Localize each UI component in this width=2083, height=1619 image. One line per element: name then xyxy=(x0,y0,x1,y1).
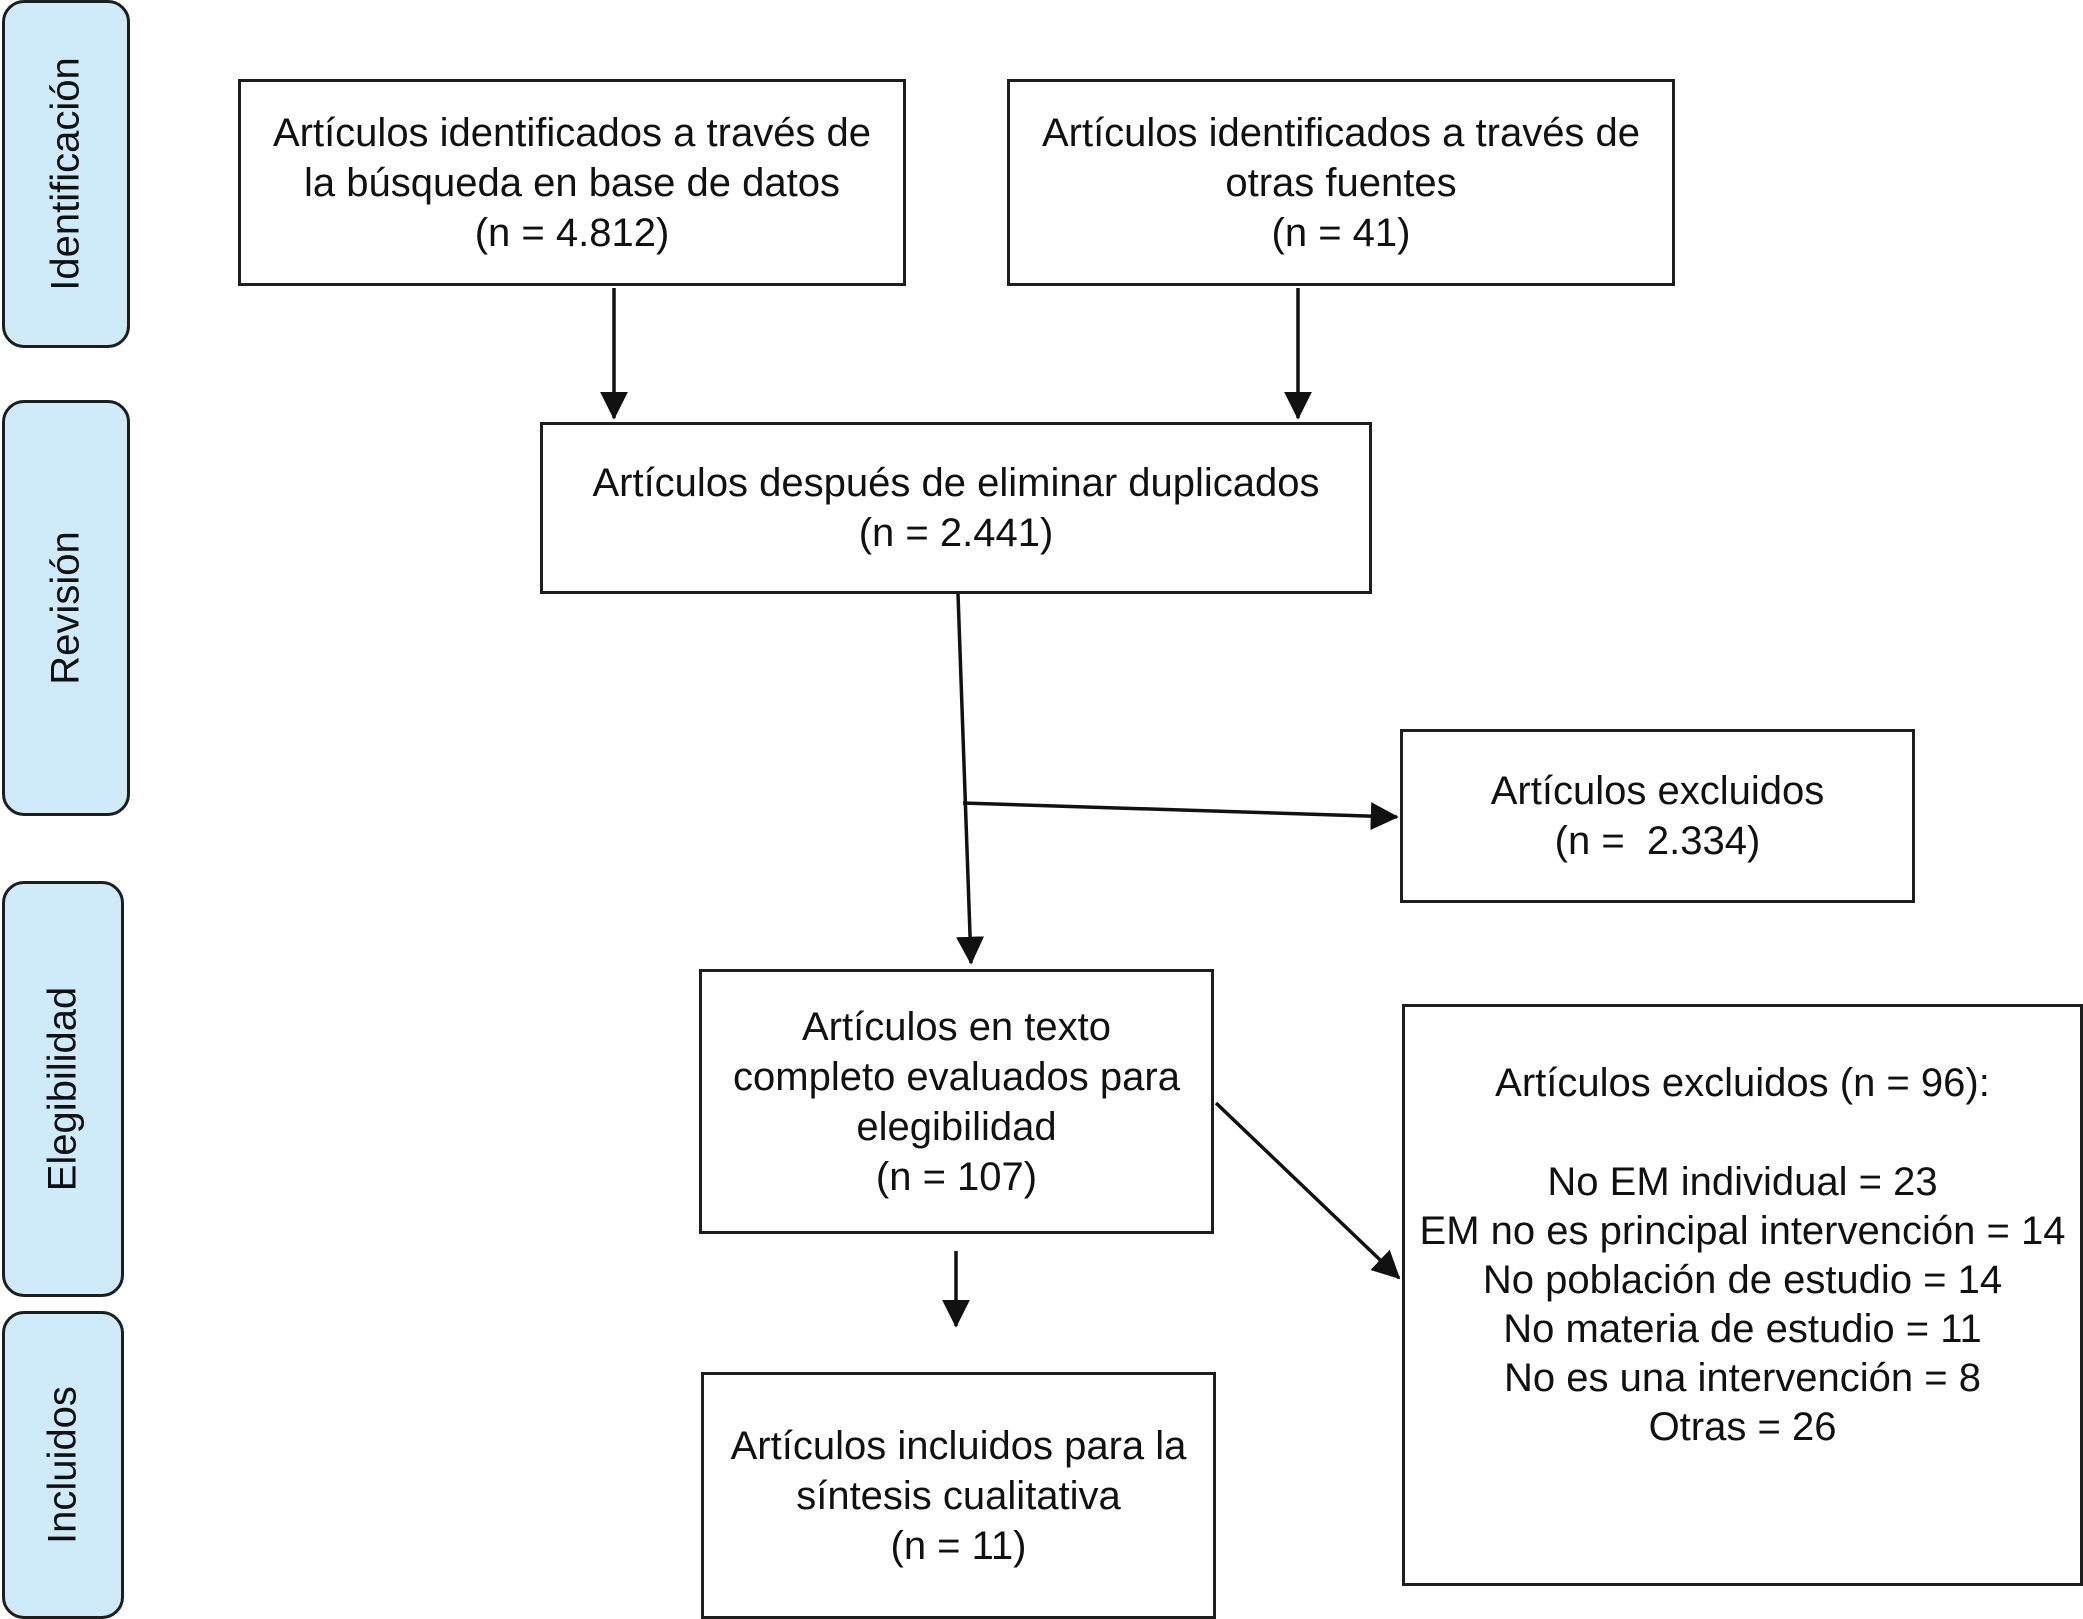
box-excluded-screening-count: (n = 2.334) xyxy=(1554,819,1761,863)
exclusion-reason: No EM individual = 23 xyxy=(1547,1160,1938,1204)
box-included-synthesis: Artículos incluidos para la síntesis cua… xyxy=(701,1372,1216,1619)
arrow-duplicates-to-fulltext xyxy=(956,593,985,965)
box-after-duplicates: Artículos después de eliminar duplicados… xyxy=(540,422,1372,594)
box-identified-database-line1: Artículos identificados a través de xyxy=(272,110,872,155)
box-excluded-screening: Artículos excluidos (n = 2.334) xyxy=(1400,729,1915,903)
box-after-duplicates-count: (n = 2.441) xyxy=(858,511,1054,555)
box-fulltext-assessed-count: (n = 107) xyxy=(875,1154,1038,1199)
box-identified-other-count: (n = 41) xyxy=(1271,210,1411,255)
box-fulltext-assessed: Artículos en texto completo evaluados pa… xyxy=(699,969,1214,1234)
box-included-synthesis-count: (n = 11) xyxy=(890,1523,1027,1568)
box-included-synthesis-line2: síntesis cualitativa xyxy=(796,1473,1121,1518)
box-after-duplicates-line1: Artículos después de eliminar duplicados xyxy=(592,461,1320,505)
box-excluded-screening-line1: Artículos excluidos xyxy=(1490,769,1825,813)
exclusion-reason: No es una intervención = 8 xyxy=(1504,1356,1981,1400)
box-identified-database: Artículos identificados a través de la b… xyxy=(238,79,906,286)
phase-eligibility: Elegibilidad xyxy=(2,881,124,1297)
box-fulltext-assessed-line3: elegibilidad xyxy=(856,1104,1057,1149)
box-identified-database-count: (n = 4.812) xyxy=(474,210,670,255)
phase-included: Incluidos xyxy=(2,1311,124,1619)
exclusion-reason: Otras = 26 xyxy=(1648,1405,1837,1449)
box-excluded-fulltext: Artículos excluidos (n = 96): No EM indi… xyxy=(1402,1004,2083,1586)
box-identified-other-line2: otras fuentes xyxy=(1225,160,1457,205)
exclusion-reason: No población de estudio = 14 xyxy=(1482,1258,2003,1302)
phase-review: Revisión xyxy=(2,400,130,816)
exclusion-reason: No materia de estudio = 11 xyxy=(1503,1307,1982,1351)
box-excluded-fulltext-title: Artículos excluidos (n = 96): xyxy=(1495,1061,1990,1105)
arrow-branch-to-excluded xyxy=(962,801,1399,831)
box-fulltext-assessed-line2: completo evaluados para xyxy=(733,1054,1180,1099)
box-fulltext-assessed-line1: Artículos en texto xyxy=(801,1004,1112,1049)
box-identified-other-sources: Artículos identificados a través de otra… xyxy=(1007,79,1675,286)
exclusion-reason: EM no es principal intervención = 14 xyxy=(1419,1209,2066,1253)
phase-identification: Identificación xyxy=(2,0,130,348)
box-identified-other-line1: Artículos identificados a través de xyxy=(1041,110,1641,155)
arrow-fulltext-to-excluded xyxy=(1214,1101,1401,1280)
box-identified-database-line2: la búsqueda en base de datos xyxy=(304,160,840,205)
box-included-synthesis-line1: Artículos incluidos para la xyxy=(730,1423,1187,1468)
